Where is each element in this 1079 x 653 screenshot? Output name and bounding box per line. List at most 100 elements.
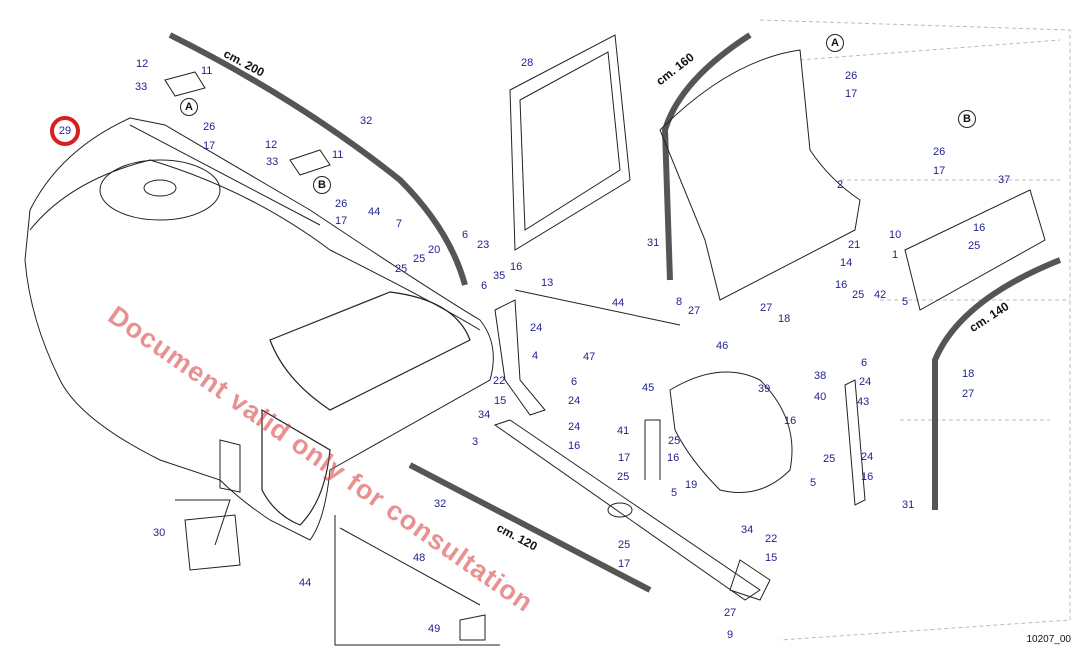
callout[interactable]: 5	[810, 477, 817, 489]
callout[interactable]: 25	[823, 453, 836, 465]
callout[interactable]: 17	[933, 165, 946, 177]
detail-marker-b[interactable]: B	[958, 110, 976, 128]
callout[interactable]: 45	[642, 382, 655, 394]
callout[interactable]: 34	[478, 409, 491, 421]
callout[interactable]: 16	[835, 279, 848, 291]
callout[interactable]: 11	[201, 65, 213, 77]
callout[interactable]: 26	[933, 146, 946, 158]
callout[interactable]: 27	[962, 388, 975, 400]
callout[interactable]: 27	[724, 607, 737, 619]
callout[interactable]: 15	[494, 395, 507, 407]
detail-marker-a[interactable]: A	[180, 98, 198, 116]
callout[interactable]: 18	[962, 368, 975, 380]
callout[interactable]: 35	[493, 270, 506, 282]
callout[interactable]: 39	[758, 383, 771, 395]
callout[interactable]: 17	[618, 558, 631, 570]
callout[interactable]: 48	[413, 552, 426, 564]
callout[interactable]: 6	[481, 280, 488, 292]
callout[interactable]: 16	[568, 440, 581, 452]
callout[interactable]: 25	[618, 539, 631, 551]
callout[interactable]: 37	[998, 174, 1011, 186]
callout[interactable]: 31	[902, 499, 915, 511]
callout[interactable]: 10	[889, 229, 902, 241]
callout[interactable]: 12	[265, 139, 278, 151]
callout[interactable]: 7	[396, 218, 403, 230]
callout[interactable]: 49	[428, 623, 441, 635]
callout[interactable]: 8	[676, 296, 683, 308]
callout[interactable]: 27	[688, 305, 701, 317]
callout[interactable]: 4	[532, 350, 539, 362]
callout[interactable]: 24	[859, 376, 872, 388]
callout[interactable]: 26	[845, 70, 858, 82]
callout[interactable]: 24	[568, 395, 581, 407]
callout[interactable]: 2	[837, 179, 844, 191]
callout[interactable]: 5	[671, 487, 678, 499]
callout[interactable]: 17	[845, 88, 858, 100]
callout[interactable]: 44	[368, 206, 381, 218]
callout[interactable]: 25	[668, 435, 681, 447]
callout[interactable]: 17	[335, 215, 348, 227]
callout[interactable]: 24	[568, 421, 581, 433]
callout[interactable]: 9	[727, 629, 734, 641]
callout[interactable]: 16	[667, 452, 680, 464]
callout[interactable]: 25	[852, 289, 865, 301]
callout[interactable]: 33	[266, 156, 279, 168]
callout[interactable]: 16	[784, 415, 797, 427]
callout[interactable]: 17	[203, 140, 216, 152]
callout[interactable]: 20	[428, 244, 441, 256]
callout[interactable]: 44	[299, 577, 312, 589]
callout[interactable]: 30	[153, 527, 166, 539]
callout[interactable]: 6	[861, 357, 868, 369]
callout[interactable]: 33	[135, 81, 148, 93]
callout[interactable]: 38	[814, 370, 827, 382]
callout[interactable]: 15	[765, 552, 778, 564]
callout[interactable]: 6	[462, 229, 469, 241]
callout[interactable]: 16	[861, 471, 874, 483]
callout[interactable]: 42	[874, 289, 887, 301]
callout[interactable]: 40	[814, 391, 827, 403]
callout[interactable]: 6	[571, 376, 578, 388]
callout[interactable]: 24	[530, 322, 543, 334]
callout[interactable]: 26	[335, 198, 348, 210]
callout[interactable]: 25	[968, 240, 981, 252]
callout[interactable]: 32	[434, 498, 447, 510]
callout[interactable]: 25	[617, 471, 630, 483]
callout[interactable]: 5	[902, 296, 909, 308]
crossbar-3	[493, 419, 761, 601]
callout[interactable]: 19	[685, 479, 698, 491]
callout[interactable]: 14	[840, 257, 853, 269]
callout[interactable]: 32	[360, 115, 373, 127]
ubolt-41	[644, 419, 661, 480]
callout[interactable]: 43	[857, 396, 870, 408]
callout[interactable]: 47	[583, 351, 596, 363]
callout[interactable]: 34	[741, 524, 754, 536]
callout[interactable]: 13	[541, 277, 554, 289]
callout[interactable]: 27	[760, 302, 773, 314]
callout[interactable]: 25	[395, 263, 408, 275]
callout[interactable]: 23	[477, 239, 490, 251]
detail-marker-b[interactable]: B	[313, 176, 331, 194]
detail-marker-a[interactable]: A	[826, 34, 844, 52]
callout[interactable]: 22	[493, 375, 506, 387]
callout[interactable]: 11	[332, 149, 344, 161]
callout[interactable]: 31	[647, 237, 660, 249]
callout[interactable]: 28	[521, 57, 534, 69]
callout[interactable]: 41	[617, 425, 630, 437]
rod-48	[339, 527, 481, 606]
callout[interactable]: 46	[716, 340, 729, 352]
callout[interactable]: 21	[848, 239, 861, 251]
callout[interactable]: 18	[778, 313, 791, 325]
callout[interactable]: 12	[136, 58, 149, 70]
callout[interactable]: 1	[892, 249, 899, 261]
callout[interactable]: 17	[618, 452, 631, 464]
part-37	[904, 189, 1046, 311]
highlighted-callout-29[interactable]: 29	[50, 116, 80, 146]
callout[interactable]: 25	[413, 253, 426, 265]
callout[interactable]: 16	[510, 261, 523, 273]
callout[interactable]: 16	[973, 222, 986, 234]
callout[interactable]: 44	[612, 297, 625, 309]
callout[interactable]: 26	[203, 121, 216, 133]
callout[interactable]: 24	[861, 451, 874, 463]
callout[interactable]: 3	[472, 436, 479, 448]
callout[interactable]: 22	[765, 533, 778, 545]
